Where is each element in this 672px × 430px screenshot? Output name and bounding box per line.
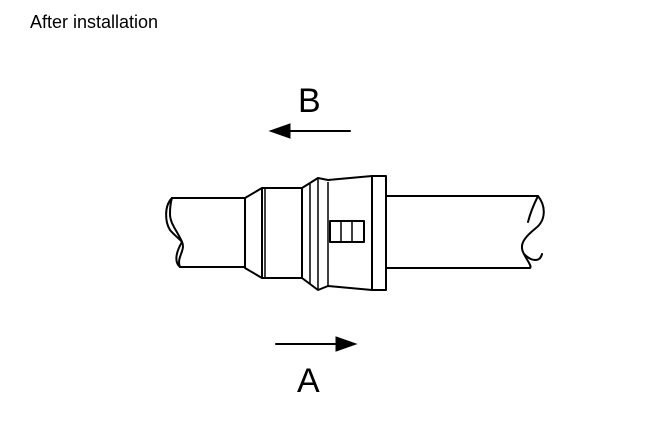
arrow-b-label: B <box>298 82 321 120</box>
arrow-b-left-icon <box>268 123 351 139</box>
pipe-flare <box>244 187 263 279</box>
connector-collar <box>261 187 303 279</box>
left-pipe <box>165 197 246 268</box>
arrow-a-label: A <box>297 362 320 400</box>
connector-end-cap <box>371 175 387 291</box>
arrow-a-right-icon <box>275 336 358 352</box>
retainer-window <box>329 220 365 243</box>
right-pipe <box>385 195 545 269</box>
page-caption: After installation <box>30 12 159 32</box>
